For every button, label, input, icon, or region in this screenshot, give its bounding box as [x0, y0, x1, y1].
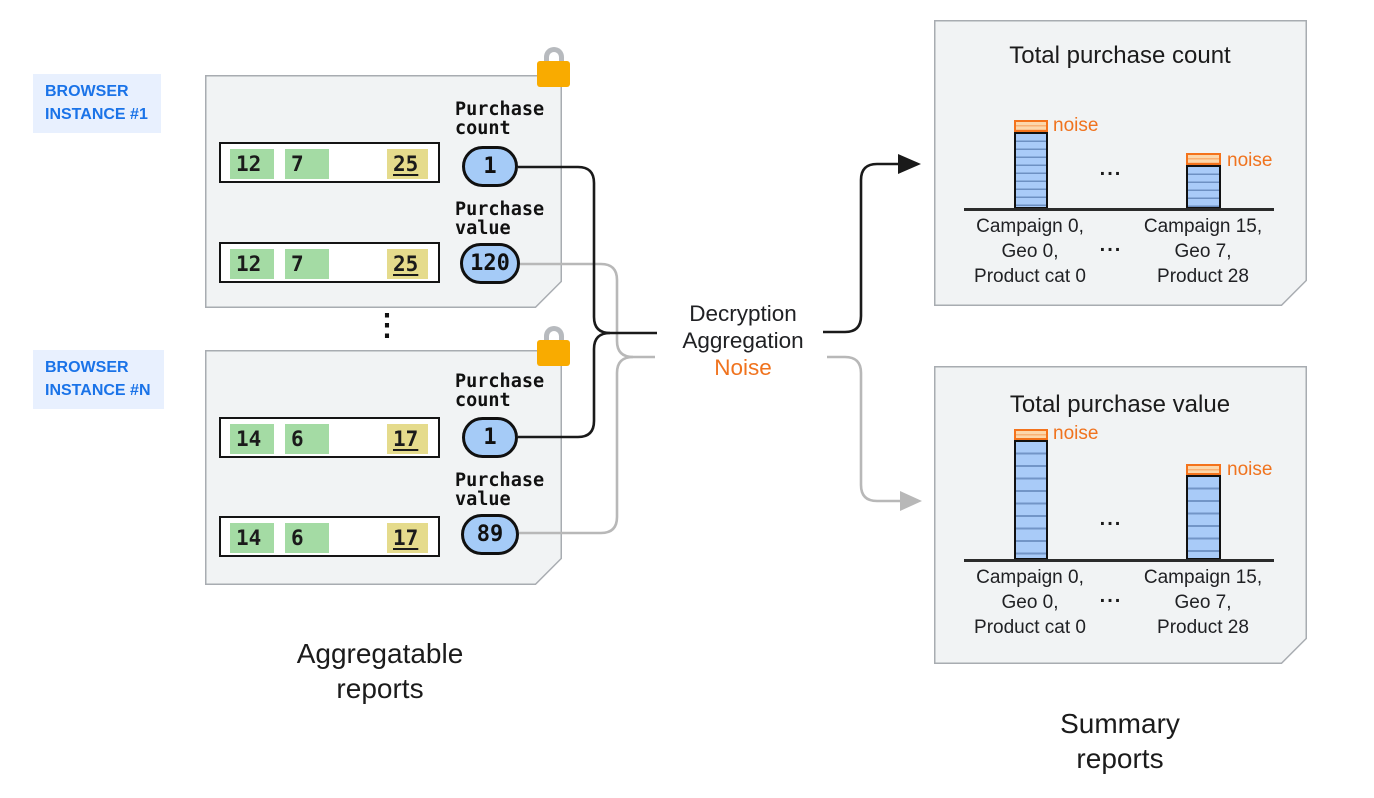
noise-cap — [1014, 429, 1048, 440]
purchase-count-value: 1 — [462, 417, 518, 458]
axis-line — [964, 559, 1274, 562]
count-connector-lines — [518, 162, 899, 439]
axis-line — [964, 208, 1274, 211]
mid-ellipsis: ... — [1099, 508, 1123, 530]
count-arrowhead-icon — [898, 154, 921, 174]
value-cell: 25 — [387, 149, 428, 179]
value-cell: 17 — [387, 523, 428, 553]
lock-icon — [537, 326, 570, 366]
value-cell: 7 — [285, 149, 329, 179]
bar-campaign0-value — [1014, 429, 1048, 560]
value-cell: 6 — [285, 523, 329, 553]
label-ellipsis: ... — [1099, 234, 1123, 256]
x-label: Campaign 0, Geo 0, Product cat 0 — [974, 567, 1086, 638]
noise-label: noise — [1227, 459, 1273, 480]
caption-summary-reports: Summary reports — [1060, 708, 1180, 774]
bar-campaign0-count — [1014, 120, 1048, 209]
bar — [1186, 165, 1221, 209]
process-step-noise: Noise — [714, 355, 772, 380]
mid-ellipsis: ... — [1099, 158, 1123, 180]
lock-shackle — [544, 326, 564, 347]
noise-cap — [1014, 120, 1048, 132]
x-label: Campaign 0, Geo 0, Product cat 0 — [974, 216, 1086, 287]
purchase-value-label: Purchase value — [455, 199, 545, 239]
noise-label: noise — [1053, 423, 1099, 444]
browser-instance-n-label: BROWSER INSTANCE #N — [33, 350, 164, 409]
caption-aggregatable-reports: Aggregatable reports — [296, 638, 464, 704]
bar — [1186, 475, 1221, 560]
histogram-row: 12 7 25 — [219, 242, 440, 283]
purchase-count-value: 1 — [462, 146, 518, 187]
lock-body — [537, 61, 570, 87]
histogram-row: 14 6 17 — [219, 417, 440, 458]
purchase-value-value: 89 — [461, 514, 519, 555]
between-cards-ellipsis-icon: ⋮ — [372, 309, 402, 342]
chart-title: Total purchase value — [1009, 391, 1231, 418]
value-cell: 12 — [230, 249, 274, 279]
x-label: Campaign 15, Geo 7, Product 28 — [1143, 567, 1263, 638]
value-cell: 14 — [230, 424, 274, 454]
noise-label: noise — [1053, 115, 1099, 136]
value-cell: 17 — [387, 424, 428, 454]
value-cell: 6 — [285, 424, 329, 454]
noise-cap — [1186, 464, 1221, 475]
process-steps: Decryption Aggregation Noise — [643, 300, 843, 381]
chart-title: Total purchase count — [1009, 42, 1231, 69]
histogram-row: 14 6 17 — [219, 516, 440, 557]
x-label: Campaign 15, Geo 7, Product 28 — [1143, 216, 1263, 287]
purchase-value-label: Purchase value — [455, 470, 545, 510]
label-ellipsis: ... — [1099, 585, 1123, 607]
browser-instance-1-label: BROWSER INSTANCE #1 — [33, 74, 161, 133]
noise-label: noise — [1227, 150, 1273, 171]
bar — [1014, 132, 1048, 209]
bar-campaign15-value — [1186, 464, 1221, 560]
process-step-aggregation: Aggregation — [682, 328, 804, 353]
bar-campaign15-count — [1186, 153, 1221, 209]
bar — [1014, 440, 1048, 560]
value-arrowhead-icon — [900, 491, 922, 511]
histogram-row: 12 7 25 — [219, 142, 440, 183]
purchase-value-value: 120 — [460, 243, 520, 284]
lock-body — [537, 340, 570, 366]
value-cell: 14 — [230, 523, 274, 553]
lock-shackle — [544, 47, 564, 68]
lock-icon — [537, 47, 570, 87]
purchase-count-label: Purchase count — [455, 99, 545, 139]
value-cell: 7 — [285, 249, 329, 279]
value-connector-lines — [519, 262, 901, 535]
process-step-decryption: Decryption — [689, 301, 797, 326]
value-cell: 12 — [230, 149, 274, 179]
summary-card-count-shape — [934, 20, 1307, 306]
value-cell: 25 — [387, 249, 428, 279]
noise-cap — [1186, 153, 1221, 165]
purchase-count-label: Purchase count — [455, 371, 545, 411]
